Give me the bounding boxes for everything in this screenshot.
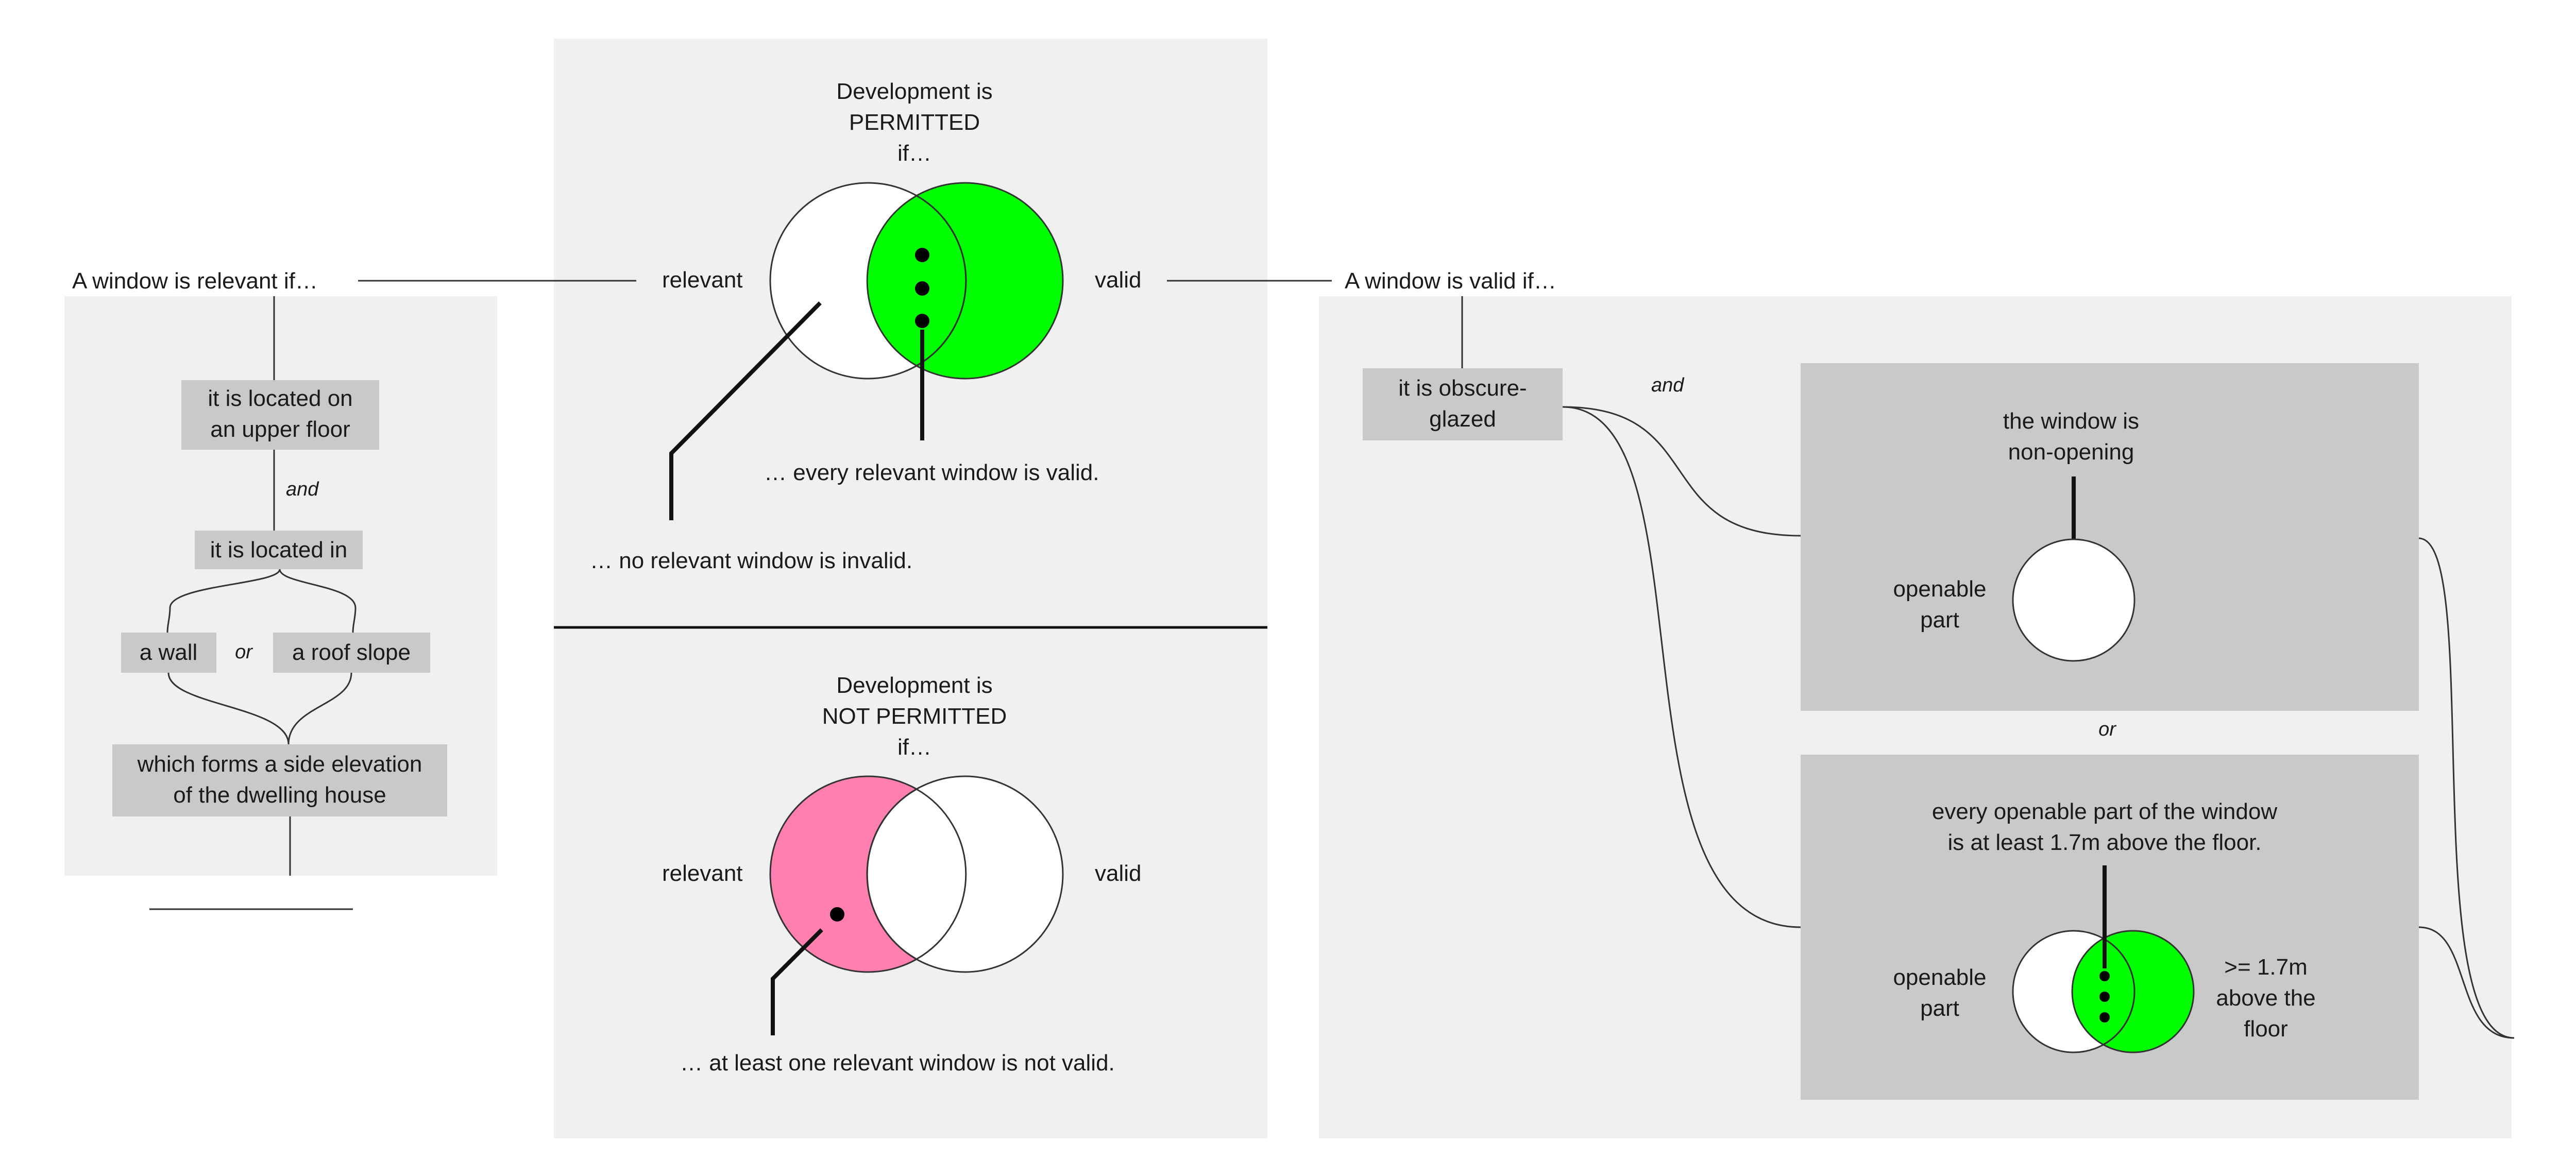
not-permitted-relevant-label: relevant [662,861,743,886]
above-floor-dot-1 [2099,971,2110,981]
right-merge-curve-2 [2418,926,2515,1039]
box-upper-floor-line1: it is located on [208,386,352,411]
panel-above-floor-title-line1: every openable part of the window [1932,799,2277,824]
box-side-elevation [112,744,447,816]
above-floor-intersection [2071,938,2136,1046]
permitted-note-invalid: … no relevant window is invalid. [590,548,912,573]
panel-non-opening-title-line1: the window is [2003,408,2139,434]
panel-above-floor-right-label-line3: floor [2244,1016,2288,1042]
box-roof-slope [273,633,430,673]
right-merge-curve-1 [2418,537,2515,1039]
permitted-dot-2 [915,281,929,296]
above-floor-dot-2 [2099,992,2110,1002]
left-fork-split [166,569,357,633]
panel-non-opening [1801,363,2419,711]
panel-non-opening-title-line2: non-opening [2008,439,2134,465]
right-curve-to-panel1 [1562,406,1801,537]
right-curve-to-panel2 [1562,406,1801,928]
box-side-elevation-line1: which forms a side elevation [137,752,422,777]
left-heading: A window is relevant if… [72,268,318,294]
left-fork-merge [167,672,352,745]
panel-above-floor-right-label-line2: above the [2216,985,2315,1011]
permitted-title-line2: PERMITTED [849,110,980,135]
panel-above-floor-title-line2: is at least 1.7m above the floor. [1947,830,2261,855]
permitted-title-line1: Development is [836,79,992,104]
permitted-valid-label: valid [1095,267,1142,293]
right-heading: A window is valid if… [1345,268,1556,294]
box-upper-floor-line2: an upper floor [210,417,350,442]
panel-above-floor-right-label-line1: >= 1.7m [2224,955,2307,980]
permitted-dot-3 [915,314,929,328]
openable-part-circle [2012,538,2136,662]
box-upper-floor [181,380,379,450]
right-and-label: and [1651,374,1685,396]
not-permitted-title-line1: Development is [836,673,992,698]
not-permitted-note: … at least one relevant window is not va… [680,1050,1115,1076]
permitted-pointer-invalid [669,301,822,520]
box-obscure-glazed [1363,368,1563,440]
box-located-in-text: it is located in [210,537,348,563]
permitted-intersection [866,195,967,367]
permitted-relevant-label: relevant [662,267,743,293]
right-or-label: or [2098,719,2116,740]
not-permitted-pointer [771,928,823,1035]
not-permitted-dot [830,907,844,922]
above-floor-dot-3 [2099,1012,2110,1022]
panel-non-opening-label-line2: part [1920,607,1959,633]
box-obscure-glazed-line1: it is obscure- [1398,376,1527,401]
box-located-in [195,531,363,569]
not-permitted-title-line3: if… [897,735,931,760]
permitted-dot-1 [915,248,929,262]
permitted-note-valid: … every relevant window is valid. [764,460,1099,485]
permitted-title-line3: if… [897,141,931,166]
left-or-label: or [235,641,253,663]
box-obscure-glazed-line2: glazed [1429,406,1496,432]
not-permitted-valid-label: valid [1095,861,1142,886]
box-wall [121,633,216,673]
box-roof-slope-text: a roof slope [292,640,411,665]
panel-above-floor-left-label-line2: part [1920,996,1959,1021]
box-side-elevation-line2: of the dwelling house [173,782,386,808]
box-wall-text: a wall [140,640,198,665]
not-permitted-title-line2: NOT PERMITTED [822,704,1007,729]
left-and-label: and [286,479,319,500]
panel-above-floor-left-label-line1: openable [1893,965,1986,990]
not-permitted-intersection [866,788,967,960]
panel-non-opening-label-line1: openable [1893,576,1986,602]
